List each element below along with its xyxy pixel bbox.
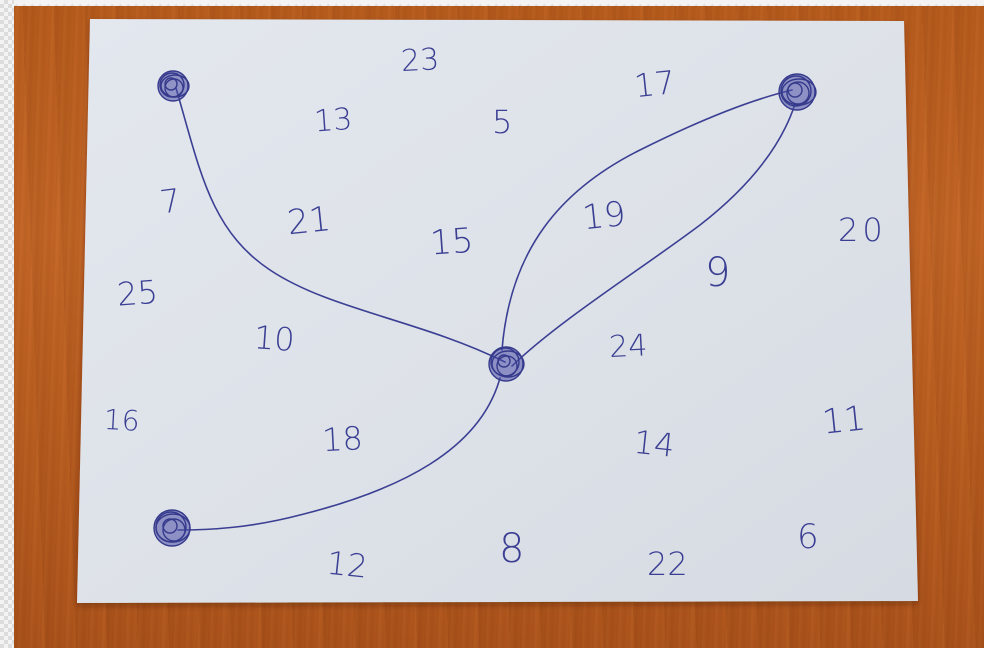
dot-center xyxy=(489,347,524,381)
number-label: 20 xyxy=(838,211,887,249)
number-label: 8 xyxy=(499,526,524,572)
number-label: 22 xyxy=(647,545,688,583)
number-label: 18 xyxy=(321,419,364,459)
number-label: 16 xyxy=(103,403,140,438)
number-label: 9 xyxy=(705,250,730,296)
number-label: 21 xyxy=(285,199,332,243)
number-label: 14 xyxy=(632,423,676,465)
number-label: 15 xyxy=(429,221,475,264)
number-label: 10 xyxy=(253,318,296,359)
number-label: 23 xyxy=(400,42,440,79)
number-label: 19 xyxy=(580,194,627,238)
number-label: 5 xyxy=(492,103,512,141)
dot-top-right xyxy=(779,74,816,110)
dot-top-left xyxy=(158,71,189,101)
number-label: 17 xyxy=(632,63,676,105)
number-label: 13 xyxy=(313,102,354,140)
dot-bottom-left xyxy=(154,510,190,546)
number-label: 11 xyxy=(820,398,867,442)
number-label: 6 xyxy=(797,517,819,557)
number-label: 25 xyxy=(116,273,159,314)
number-label: 12 xyxy=(325,544,369,586)
number-label: 24 xyxy=(608,328,648,365)
